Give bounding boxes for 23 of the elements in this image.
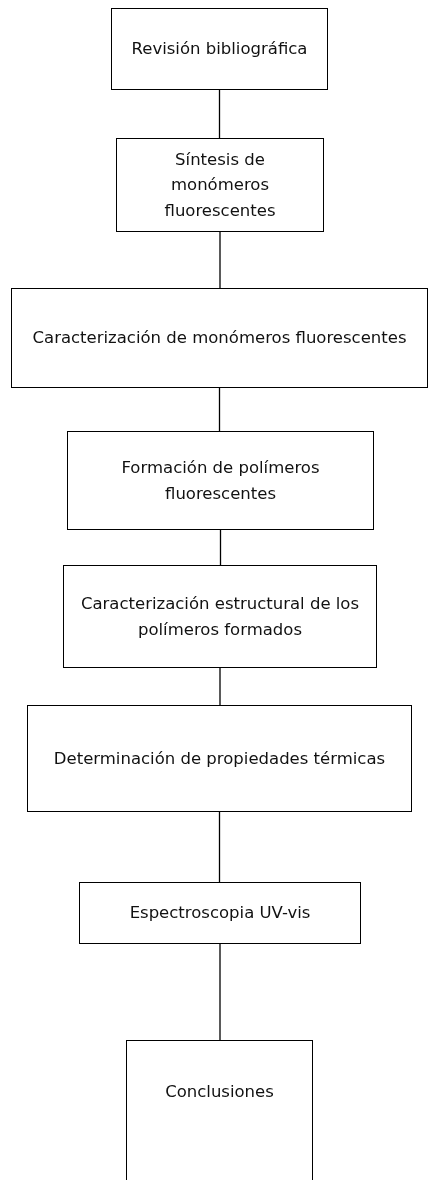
step-label: Conclusiones [165,1081,274,1103]
connector-line [218,811,221,883]
connector-line [219,667,221,706]
step-label: Caracterización de monómeros fluorescentes [32,327,407,350]
connector-line [218,387,221,432]
step-label: Caracterización estructural de los polímeros formados [79,592,361,641]
process-box [67,431,374,530]
connector-line [219,529,222,566]
step-label: Espectroscopia UV-vis [129,902,311,925]
step-label: Revisión bibliográfica [131,38,308,61]
connector-line [219,231,221,289]
process-box [63,565,377,668]
connector-line [218,89,221,139]
process-box [126,1040,313,1180]
process-box [111,8,328,90]
process-box [116,138,324,232]
process-box [11,288,428,388]
process-box [27,705,412,812]
process-box [79,882,361,944]
step-label: Formación de polímeros fluorescentes [120,456,321,505]
step-label: Determinación de propiedades térmicas [53,747,386,770]
step-label: Síntesis de monómeros fluorescentes [163,148,277,222]
connector-line [219,943,221,1041]
